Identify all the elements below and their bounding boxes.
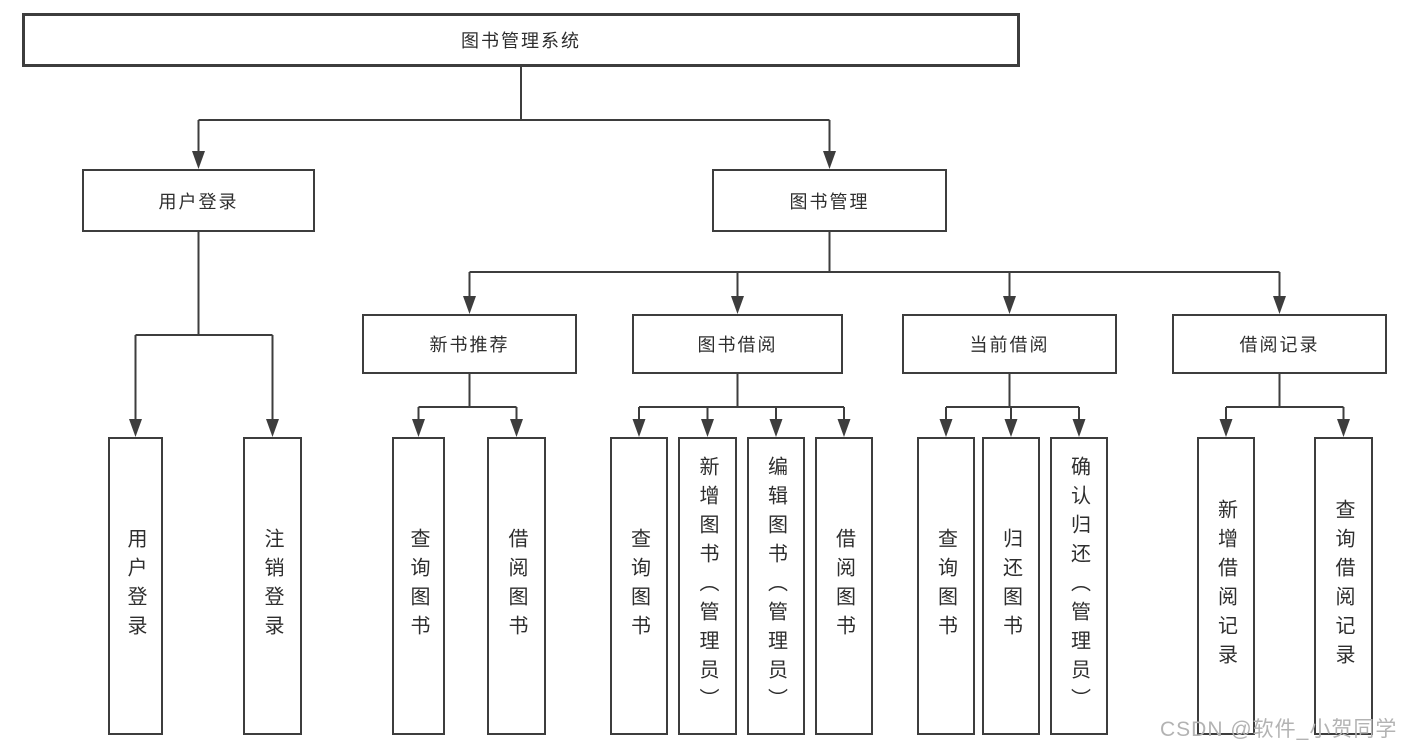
node-new-book-recommend: 新书推荐 <box>362 314 577 374</box>
leaf-confirm-return-admin: 确认归还（管理员） <box>1050 437 1108 735</box>
leaf-query-books-recommend: 查询图书 <box>392 437 445 735</box>
node-book-borrow: 图书借阅 <box>632 314 843 374</box>
node-user-login: 用户登录 <box>82 169 315 232</box>
leaf-borrow-books-recommend: 借阅图书 <box>487 437 546 735</box>
node-borrow-records: 借阅记录 <box>1172 314 1387 374</box>
leaf-logout: 注销登录 <box>243 437 302 735</box>
node-current-borrow: 当前借阅 <box>902 314 1117 374</box>
node-book-management: 图书管理 <box>712 169 947 232</box>
leaf-query-borrow-record: 查询借阅记录 <box>1314 437 1373 735</box>
arrowheads <box>129 151 1350 437</box>
leaf-borrow-books-borrow: 借阅图书 <box>815 437 873 735</box>
leaf-query-books-current: 查询图书 <box>917 437 975 735</box>
watermark: CSDN @软件_小贺同学 <box>1160 718 1398 741</box>
leaf-add-borrow-record: 新增借阅记录 <box>1197 437 1255 735</box>
node-system-root: 图书管理系统 <box>22 13 1020 67</box>
leaf-query-books-borrow: 查询图书 <box>610 437 668 735</box>
leaf-add-books-admin: 新增图书（管理员） <box>678 437 737 735</box>
leaf-edit-books-admin: 编辑图书（管理员） <box>747 437 805 735</box>
leaf-return-books: 归还图书 <box>982 437 1040 735</box>
leaf-user-login: 用户登录 <box>108 437 163 735</box>
